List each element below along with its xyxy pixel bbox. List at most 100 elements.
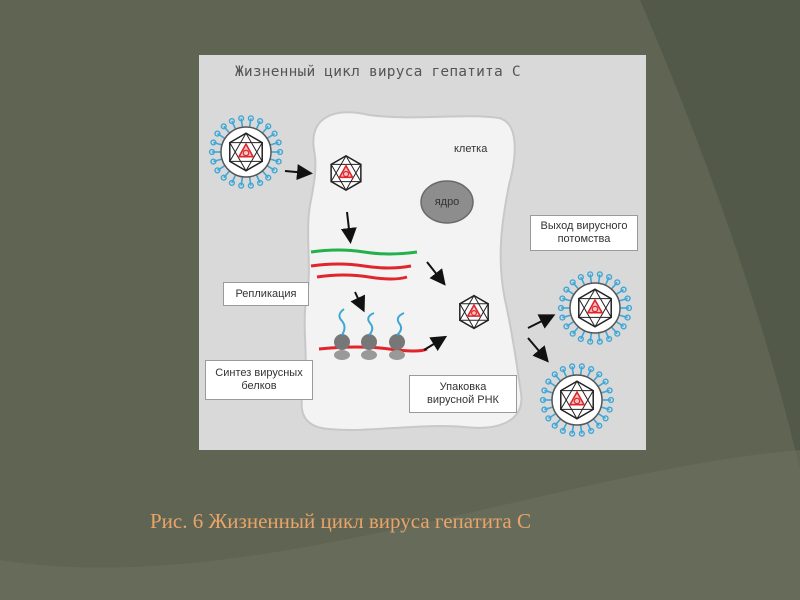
rna-coil (470, 309, 478, 317)
spike (572, 326, 580, 335)
spike (600, 406, 610, 411)
spike-tip (563, 286, 570, 293)
spike (618, 314, 628, 319)
spike (269, 141, 279, 146)
spike-tip (596, 271, 603, 278)
spike-tip (569, 430, 576, 437)
spike (572, 281, 580, 290)
spike (610, 326, 618, 335)
spike (562, 422, 568, 432)
spike-tip (625, 304, 633, 312)
spike-tip (238, 115, 245, 122)
spike-tip (210, 139, 217, 146)
spike-tip (569, 363, 576, 370)
spike (592, 418, 600, 427)
spike (615, 288, 625, 296)
spike-tip (606, 406, 613, 413)
spike-tip (275, 139, 282, 146)
spike-tip (578, 430, 585, 437)
capsid-facet (559, 380, 595, 410)
exit-label-line1: Выход вирусного (540, 220, 628, 232)
spike (240, 176, 244, 186)
spike-tip (265, 174, 272, 181)
spike-tip (559, 314, 566, 321)
spike (266, 132, 276, 140)
spike-tip (596, 422, 603, 429)
spike (547, 380, 557, 388)
spike (213, 141, 223, 146)
spike-tip (275, 158, 282, 165)
spike (600, 389, 610, 394)
spike-tip (569, 330, 576, 337)
spike (618, 297, 628, 302)
capsid-facet (577, 288, 613, 318)
spike-tip (545, 378, 552, 385)
figure-caption: Рис. 6 Жизненный цикл вируса гепатита С (150, 509, 532, 533)
spike-tip (607, 396, 615, 404)
spike (544, 389, 554, 394)
spike (610, 281, 618, 290)
spike-tip (606, 387, 613, 394)
synthesis-label-box: Синтез вирусных белков (205, 360, 313, 400)
spike-tip (578, 363, 585, 370)
spike-tip (559, 365, 566, 373)
spike-tip (541, 406, 548, 413)
arrow-to-assembly (426, 261, 446, 286)
spike (586, 368, 592, 378)
rna-coil (573, 397, 581, 405)
spike (231, 120, 237, 130)
spike (223, 170, 231, 179)
spike-tip (559, 295, 566, 302)
rna-coil (591, 305, 599, 313)
capsid-facet (458, 294, 490, 321)
spike (580, 330, 586, 340)
spike-tip (276, 148, 284, 156)
spike-tip (541, 387, 548, 394)
spike (597, 380, 607, 388)
spike-tip (214, 130, 221, 137)
spike-tip (208, 148, 216, 156)
spike-tip (614, 330, 621, 337)
spike-tip (551, 371, 558, 378)
spike-tip (588, 427, 595, 435)
rna-coil (242, 149, 250, 157)
spike-tip (606, 335, 613, 343)
spike (216, 164, 226, 172)
spike-tip (551, 422, 558, 429)
spike-tip (624, 295, 631, 302)
spike (562, 314, 572, 319)
ribosome (334, 308, 350, 360)
spike-tip (257, 179, 264, 187)
spike-tip (620, 286, 627, 293)
spike-tip (602, 378, 609, 385)
spike-tip (228, 179, 235, 187)
packaging-label-line1: Упаковка (439, 381, 487, 393)
incoming-virion (208, 115, 284, 189)
spike (554, 373, 562, 382)
spike-tip (614, 279, 621, 286)
spike-tip (587, 271, 594, 278)
spike (255, 120, 261, 130)
arrow-exit-2 (527, 337, 549, 363)
arrow-synthesis-to-packaging (423, 335, 448, 352)
spike-tip (265, 123, 272, 130)
spike (597, 412, 607, 420)
spike (261, 125, 269, 134)
spike (269, 158, 279, 163)
arrow-exit-1 (527, 314, 556, 329)
packaging-label-line2: вирусной РНК (427, 394, 499, 406)
spike (266, 164, 276, 172)
spike-tip (228, 117, 235, 125)
spike-tip (220, 174, 227, 181)
spike-tip (271, 130, 278, 137)
spike-tip (557, 304, 565, 312)
capsid-facet (228, 132, 264, 162)
rna-coil (342, 170, 350, 178)
spike (597, 332, 601, 342)
spike-tip (569, 279, 576, 286)
spike-tip (559, 427, 566, 435)
spike (604, 276, 610, 286)
spike-tip (238, 182, 245, 189)
figure-title: Жизненный цикл вируса гепатита С (235, 64, 521, 80)
spike (565, 320, 575, 328)
